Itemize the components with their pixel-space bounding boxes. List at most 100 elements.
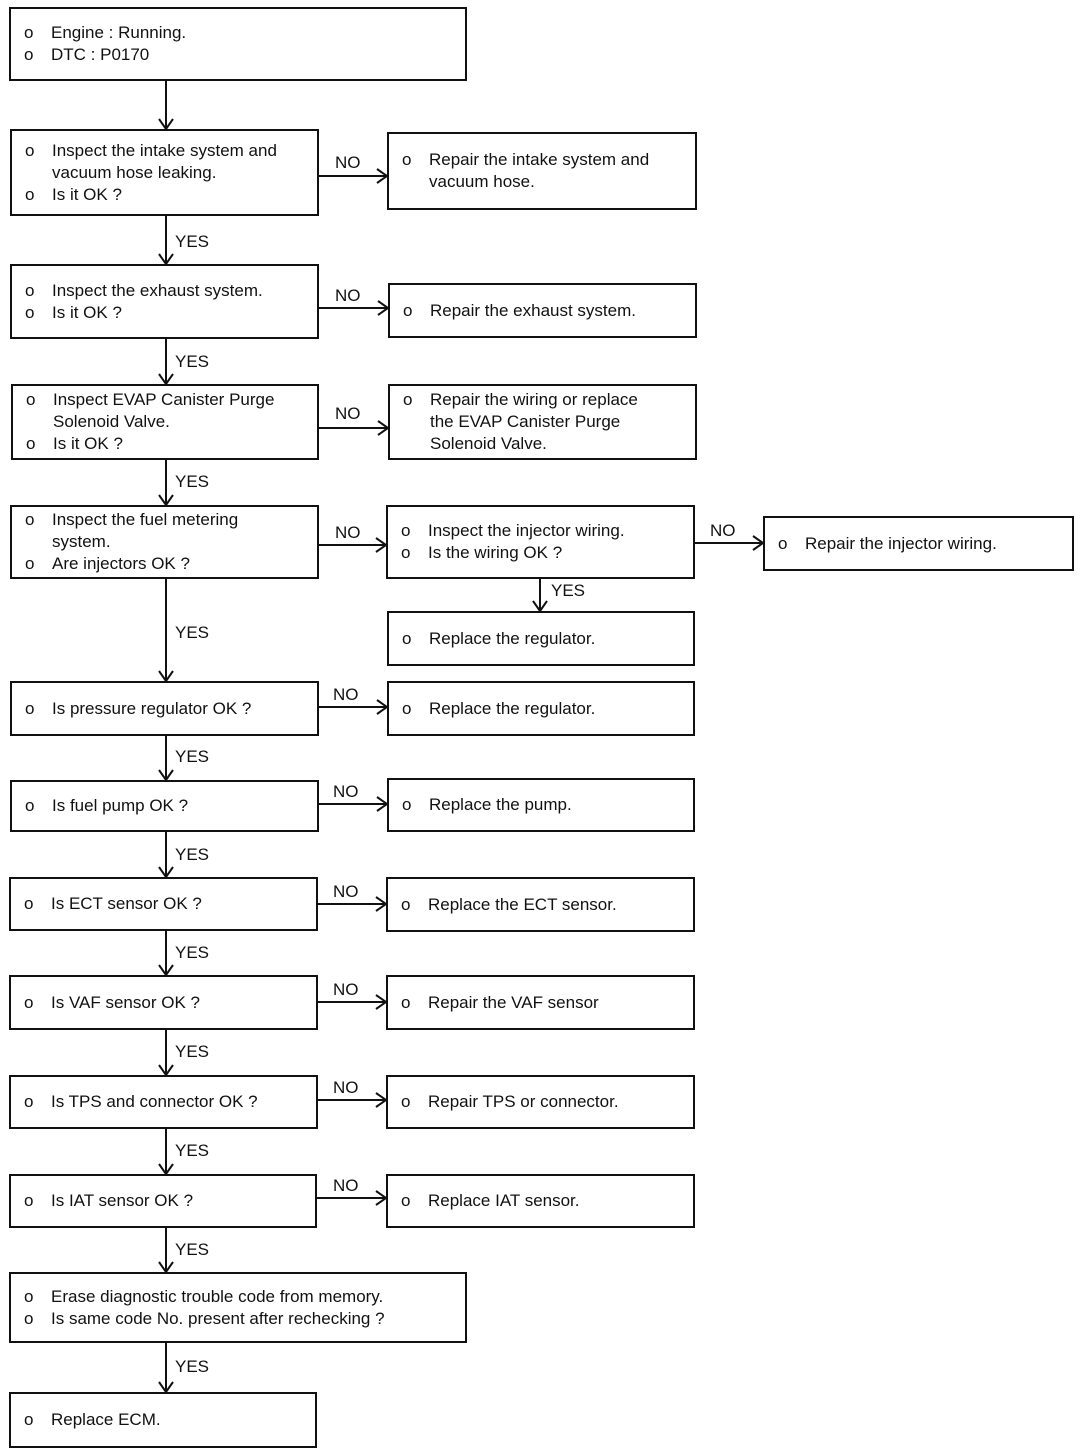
yes-label: YES <box>175 623 210 642</box>
bullet-marker: o <box>403 300 413 320</box>
flow-box-line: o Repair the wiring or replace the EVAP C… <box>390 389 695 455</box>
flow-box-line: o Replace the ECT sensor. <box>388 894 693 916</box>
flow-box-a-ect: o Replace the ECT sensor. <box>386 877 695 932</box>
flow-box-text: Repair TPS or connector. <box>428 1092 619 1111</box>
yes-label: YES <box>551 581 586 600</box>
flow-box-text: Is IAT sensor OK ? <box>51 1191 194 1210</box>
flow-box-text: Replace ECM. <box>51 1410 161 1429</box>
flow-box-q-erase: o Erase diagnostic trouble code from memo… <box>9 1272 467 1343</box>
flow-box-text: Is the wiring OK ? <box>428 543 563 562</box>
flow-box-text: Inspect the intake system and vacuum hos… <box>52 140 277 182</box>
bullet-marker: o <box>401 992 411 1012</box>
no-label: NO <box>710 521 736 540</box>
bullet-marker: o <box>402 628 412 648</box>
bullet-marker: o <box>26 390 36 409</box>
flow-box-line: o Repair the exhaust system. <box>390 300 695 322</box>
bullet-marker: o <box>402 795 412 814</box>
flow-box-q-ect: o Is ECT sensor OK ? <box>9 877 318 931</box>
flow-box-text: Replace the pump. <box>429 795 572 814</box>
bullet-marker: o <box>403 390 413 409</box>
bullet-marker: o <box>401 894 411 914</box>
flow-box-line: o Engine : Running. <box>11 22 465 44</box>
no-label: NO <box>333 882 359 901</box>
flow-box-text: Inspect the exhaust system. <box>52 280 263 300</box>
bullet-marker: o <box>401 1092 411 1111</box>
no-label: NO <box>333 685 359 704</box>
bullet-marker: o <box>25 554 35 573</box>
flow-box-text: Inspect the fuel metering system. <box>52 510 239 551</box>
flow-box-text: Is same code No. present after recheckin… <box>51 1308 385 1328</box>
flow-box-a-intake: o Repair the intake system and vacuum hos… <box>387 132 697 210</box>
bullet-marker: o <box>25 796 35 815</box>
flow-box-line: o Replace IAT sensor. <box>388 1190 693 1212</box>
bullet-marker: o <box>402 150 412 169</box>
flow-box-text: Engine : Running. <box>51 23 187 42</box>
flow-box-text: DTC : P0170 <box>51 45 150 64</box>
bullet-marker: o <box>25 698 35 718</box>
flow-box-a-pump: o Replace the pump. <box>387 778 695 832</box>
bullet-marker: o <box>24 23 34 42</box>
flow-box-a-tps: o Repair TPS or connector. <box>386 1075 695 1129</box>
flow-box-line: o Erase diagnostic trouble code from memo… <box>11 1286 465 1308</box>
yes-label: YES <box>175 845 210 864</box>
flow-box-text: Is VAF sensor OK ? <box>51 992 200 1012</box>
flow-box-a-iat: o Replace IAT sensor. <box>386 1174 695 1228</box>
flow-box-text: Replace the ECT sensor. <box>428 894 617 914</box>
flow-box-line: o Replace the pump. <box>389 794 693 816</box>
no-label: NO <box>335 286 361 305</box>
flow-box-line: o DTC : P0170 <box>11 44 465 66</box>
no-label: NO <box>333 980 359 999</box>
no-label: NO <box>333 1176 359 1195</box>
no-label: NO <box>333 1078 359 1097</box>
flow-box-line: o Repair TPS or connector. <box>388 1091 693 1113</box>
flow-box-text: Is ECT sensor OK ? <box>51 894 202 913</box>
flow-box-text: Repair the intake system and vacuum hose… <box>429 150 650 191</box>
flow-box-text: Replace the regulator. <box>429 698 596 718</box>
yes-label: YES <box>175 1240 210 1259</box>
flow-box-line: o Is ECT sensor OK ? <box>11 893 316 915</box>
flow-box-text: Repair the injector wiring. <box>805 533 997 553</box>
no-label: NO <box>335 523 361 542</box>
no-label: NO <box>333 782 359 801</box>
yes-label: YES <box>175 1357 210 1376</box>
flow-box-text: Is it OK ? <box>52 302 122 322</box>
yes-label: YES <box>175 747 210 766</box>
flow-box-text: Repair the exhaust system. <box>430 300 636 320</box>
flow-box-text: Replace IAT sensor. <box>428 1191 580 1210</box>
bullet-marker: o <box>24 45 34 64</box>
bullet-marker: o <box>25 302 35 322</box>
bullet-marker: o <box>26 434 36 453</box>
flow-box-text: Repair the wiring or replace the EVAP Ca… <box>430 390 638 453</box>
flow-box-a-evap: o Repair the wiring or replace the EVAP C… <box>388 384 697 460</box>
flow-box-text: Erase diagnostic trouble code from memor… <box>51 1286 384 1306</box>
bullet-marker: o <box>401 1191 411 1210</box>
bullet-marker: o <box>24 894 34 913</box>
no-label: NO <box>335 153 361 172</box>
bullet-marker: o <box>24 1286 34 1306</box>
